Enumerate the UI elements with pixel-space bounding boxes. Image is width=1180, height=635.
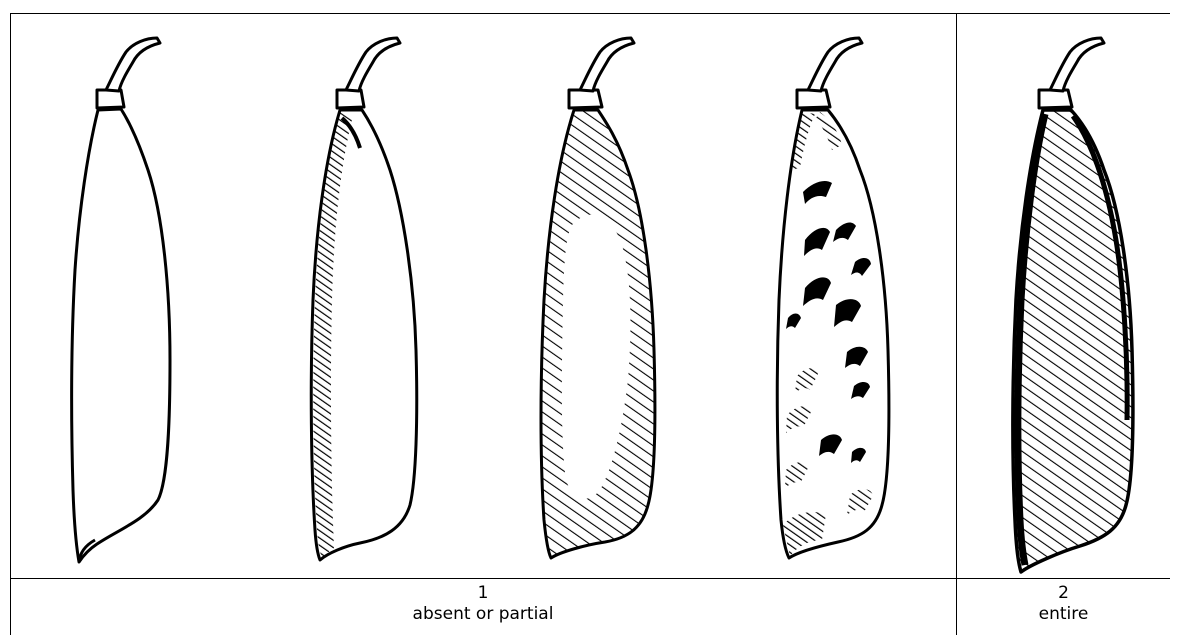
caption-label: absent or partial (10, 604, 956, 625)
caption-column-1: 1 absent or partial (10, 583, 956, 625)
pod-stalk-hook (346, 38, 400, 91)
pod-stalk-hook (808, 38, 862, 91)
pod-illustration-partial-hatched (541, 38, 655, 558)
pod-illustration-partial-patches (777, 38, 889, 558)
pod-stalk (97, 90, 124, 108)
pod-stalk (1039, 90, 1072, 108)
pod-stalk-hook (580, 38, 634, 91)
pod-stalk (797, 90, 830, 108)
pod-illustration-entire (1013, 38, 1133, 572)
caption-number: 2 (957, 583, 1170, 604)
pod-illustration-partial-edge (311, 38, 416, 560)
pod-stalk (337, 90, 364, 108)
pod-stalk-hook (1050, 38, 1104, 91)
pod-illustration-plain (72, 38, 170, 562)
pod-stalk-hook (106, 38, 160, 91)
pod-stalk (569, 90, 602, 108)
caption-label: entire (957, 604, 1170, 625)
caption-column-2: 2 entire (957, 583, 1170, 625)
pod-outline (72, 109, 170, 562)
pod-outline (777, 110, 889, 558)
caption-number: 1 (10, 583, 956, 604)
